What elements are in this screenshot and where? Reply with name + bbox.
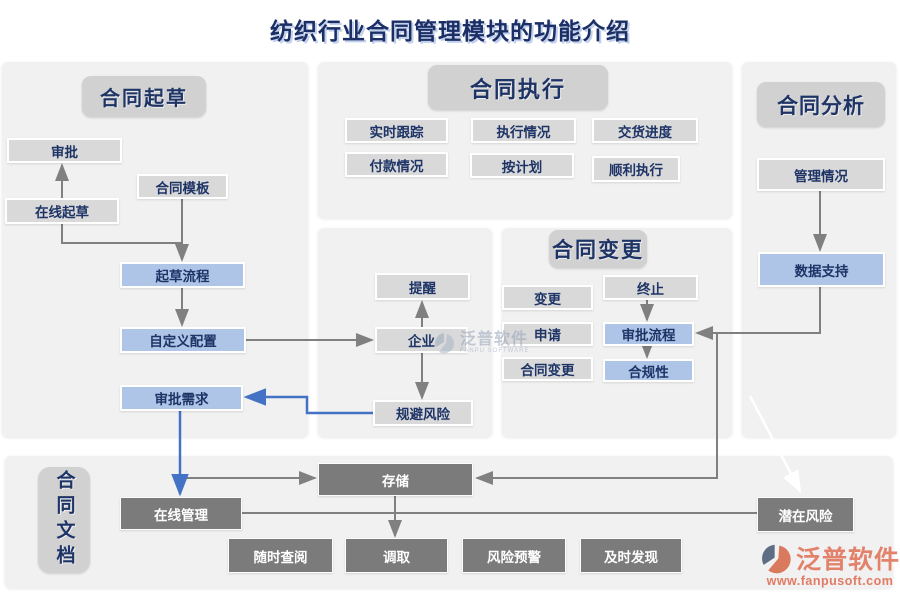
- box-management-status: 管理情况: [757, 158, 885, 191]
- fanpu-logo-icon: [762, 544, 791, 573]
- box-online-draft: 在线起草: [5, 198, 119, 224]
- box-apply: 申请: [502, 322, 593, 346]
- panel-contract-draft: [2, 62, 308, 437]
- box-compliance: 合规性: [603, 359, 694, 382]
- box-remind: 提醒: [375, 273, 470, 300]
- box-contract-template: 合同模板: [137, 174, 228, 199]
- box-approval-flow: 审批流程: [603, 322, 694, 346]
- box-view-anytime: 随时查阅: [228, 538, 333, 573]
- box-terminate: 终止: [603, 275, 698, 300]
- arrow-datasupport-to-store: [475, 333, 718, 485]
- arrow-white-to-potentialrisk: [748, 395, 802, 494]
- header-contract-change: 合同变更: [549, 230, 647, 268]
- box-execution-status: 执行情况: [471, 118, 576, 143]
- box-enterprise: 企业: [375, 327, 468, 353]
- box-risk-alert: 风险预警: [462, 538, 566, 573]
- box-approval-need: 审批需求: [120, 385, 243, 411]
- box-data-support: 数据支持: [758, 252, 885, 287]
- box-timely-detect: 及时发现: [580, 538, 682, 573]
- box-avoid-risk: 规避风险: [373, 400, 473, 426]
- page-title: 纺织行业合同管理模块的功能介绍: [270, 19, 630, 44]
- brand-name: 泛普软件: [796, 546, 900, 574]
- header-contract-execution: 合同执行: [428, 65, 608, 110]
- line-onlinedraft-merge: [61, 224, 182, 244]
- box-contract-change: 合同变更: [502, 357, 593, 381]
- box-potential-risk: 潜在风险: [757, 497, 854, 532]
- header-contract-draft: 合同起草: [82, 76, 206, 117]
- box-realtime-tracking: 实时跟踪: [345, 118, 448, 143]
- box-on-schedule: 按计划: [470, 153, 574, 178]
- arrow-datasupport-to-approvalflow: [695, 287, 821, 340]
- box-online-manage: 在线管理: [120, 497, 242, 530]
- brand-url: www.fanpusoft.com: [766, 574, 894, 588]
- header-contract-documents: 合同文档: [38, 467, 90, 573]
- box-delivery-progress: 交货进度: [592, 118, 698, 143]
- box-approve: 审批: [7, 138, 122, 163]
- header-contract-analysis: 合同分析: [757, 82, 885, 127]
- box-smooth-execution: 顺利执行: [592, 156, 680, 182]
- box-change: 变更: [502, 285, 593, 310]
- box-store: 存储: [318, 463, 473, 496]
- arrow-avoidrisk-to-approvalneed: [243, 388, 373, 415]
- box-retrieve: 调取: [345, 538, 448, 573]
- box-custom-config: 自定义配置: [120, 327, 246, 353]
- box-payment-status: 付款情况: [345, 152, 448, 177]
- box-draft-flow: 起草流程: [120, 262, 245, 288]
- fanpu-brandmark: 泛普软件 www.fanpusoft.com: [760, 540, 900, 588]
